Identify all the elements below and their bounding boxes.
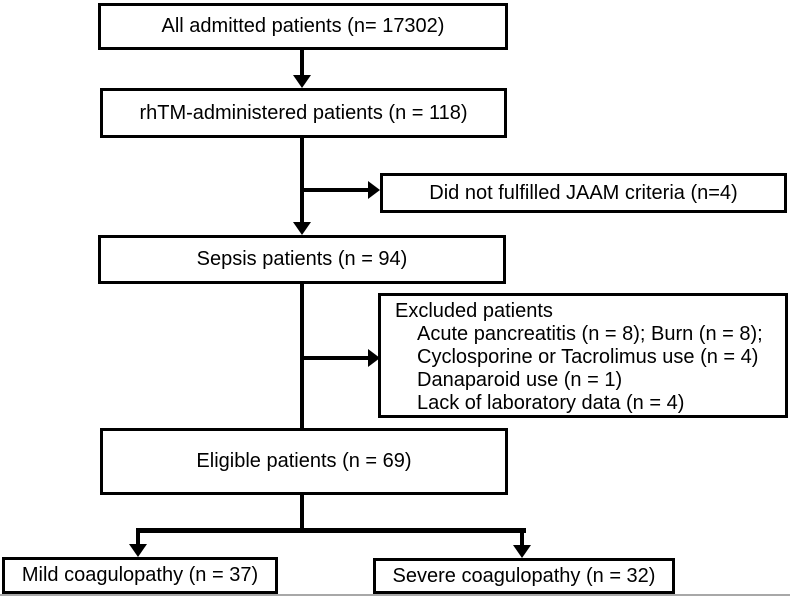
figure-bottom-edge [0,594,790,596]
flow-box-did-not-fulfill-jaam-criteria: Did not fulfilled JAAM criteria (n=4) [380,173,787,213]
flow-box-label: Sepsis patients (n = 94) [196,248,408,270]
flow-box-label: rhTM-administered patients (n = 118) [139,101,468,124]
arrow-down-icon [293,75,311,88]
arrow-down-icon [513,545,531,558]
split-line [136,528,526,533]
arrow-right-icon [368,181,380,199]
connector-line [300,50,304,76]
flow-box-severe-coagulopathy: Severe coagulopathy (n = 32) [373,558,675,594]
flow-box-label: Did not fulfilled JAAM criteria (n=4) [429,181,738,204]
excluded-item: Lack of laboratory data (n = 4) [417,392,685,414]
branch-line [302,356,368,360]
flow-box-all-admitted-patients: All admitted patients (n= 17302) [98,3,508,50]
excluded-item: Cyclosporine or Tacrolimus use (n = 4) [417,346,759,368]
arrow-down-icon [129,544,147,557]
flow-box-label: Mild coagulopathy (n = 37) [21,564,259,586]
arrow-down-icon [293,222,311,235]
flow-box-rhtm-administered-patients: rhTM-administered patients (n = 118) [100,88,507,138]
excluded-item: Acute pancreatitis (n = 8); Burn (n = 8)… [417,323,763,345]
connector-line [300,138,304,224]
arrow-right-icon [368,349,380,367]
flow-box-sepsis-patients: Sepsis patients (n = 94) [98,235,506,284]
flow-box-label: Severe coagulopathy (n = 32) [392,564,656,587]
flow-box-excluded-patients: Excluded patients Acute pancreatitis (n … [378,293,788,418]
flow-box-eligible-patients: Eligible patients (n = 69) [100,428,508,495]
branch-line [302,188,368,192]
flow-box-label: Eligible patients (n = 69) [196,450,412,472]
excluded-title: Excluded patients [395,300,553,322]
connector-line [136,528,140,546]
connector-line [300,495,304,533]
flow-box-label: All admitted patients (n= 17302) [161,15,445,37]
excluded-item: Danaparoid use (n = 1) [417,369,623,391]
flow-box-mild-coagulopathy: Mild coagulopathy (n = 37) [2,557,278,594]
connector-line [520,528,524,546]
